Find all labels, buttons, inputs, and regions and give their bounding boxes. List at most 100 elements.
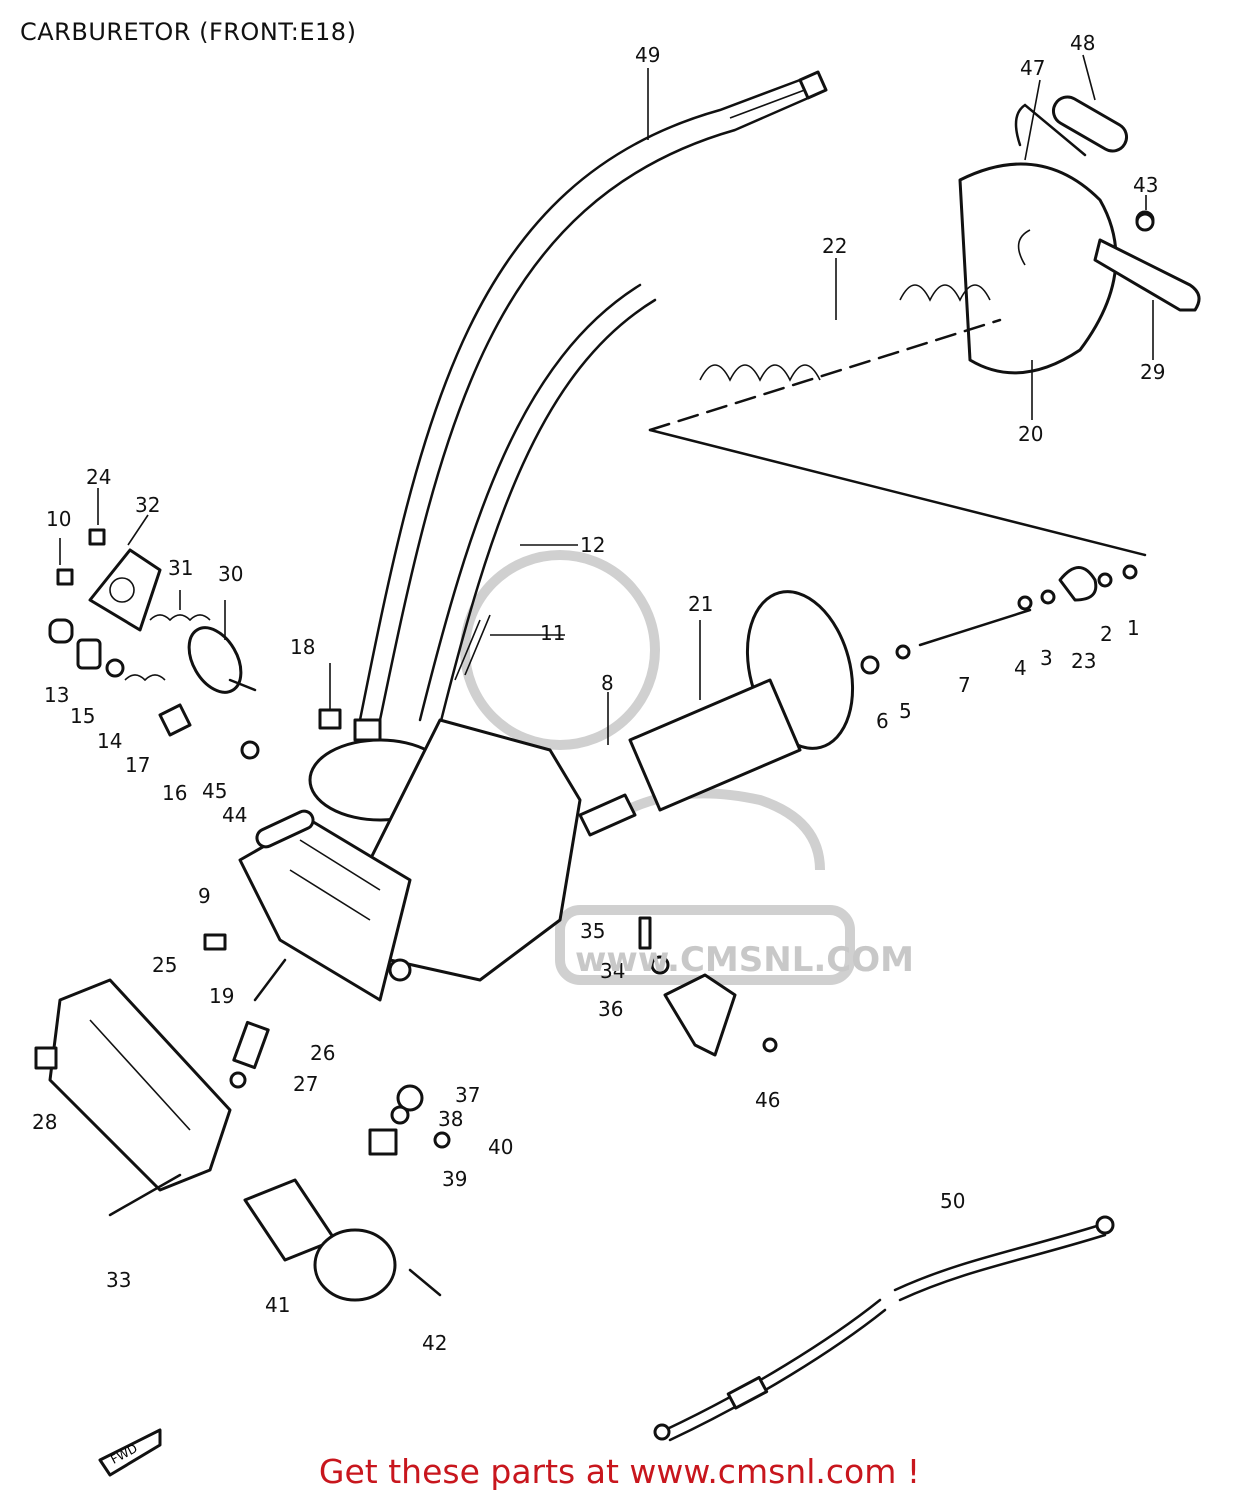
needle-7 (918, 608, 1032, 647)
callout-7: 7 (958, 673, 971, 697)
washer-2 (1097, 572, 1113, 588)
callout-27: 27 (293, 1072, 318, 1096)
chamber-cover-20 (958, 95, 1129, 375)
plate-23 (1058, 566, 1098, 602)
hose-49 (353, 70, 828, 742)
screw-15 (76, 638, 102, 670)
leader-line (648, 428, 1147, 557)
piston-21 (578, 590, 855, 837)
oring-14 (105, 658, 125, 678)
callout-47: 47 (1020, 56, 1045, 80)
lever-36 (663, 973, 737, 1057)
jet-19 (253, 958, 287, 1002)
ring-3 (1040, 589, 1056, 605)
direction-arrow: FWD (98, 1428, 162, 1477)
spring-6 (860, 655, 880, 675)
callout-13: 13 (44, 683, 69, 707)
callout-1: 1 (1127, 616, 1140, 640)
washer-34 (650, 955, 670, 975)
float-bowl-25 (48, 978, 232, 1192)
callout-26: 26 (310, 1041, 335, 1065)
diagram-title: CARBURETOR (FRONT:E18) (20, 18, 357, 46)
washer-5 (895, 644, 911, 660)
callout-21: 21 (688, 592, 713, 616)
screw-18 (318, 708, 342, 730)
spring-17 (124, 674, 166, 682)
callout-14: 14 (97, 729, 122, 753)
callout-5: 5 (899, 699, 912, 723)
screw-45 (240, 740, 260, 760)
callout-12: 12 (580, 533, 605, 557)
callout-18: 18 (290, 635, 315, 659)
diaphragm-30 (187, 626, 257, 694)
callout-20: 20 (1018, 422, 1043, 446)
leader-lines (59, 54, 1154, 745)
callout-23: 23 (1071, 649, 1096, 673)
screw-40 (433, 1131, 451, 1149)
callout-29: 29 (1140, 360, 1165, 384)
callout-10: 10 (46, 507, 71, 531)
callout-15: 15 (70, 704, 95, 728)
callout-36: 36 (598, 997, 623, 1021)
screw-43 (1135, 212, 1155, 232)
callout-50: 50 (940, 1189, 965, 1213)
oring-27 (229, 1071, 247, 1089)
callout-33: 33 (106, 1268, 131, 1292)
callout-2: 2 (1100, 622, 1113, 646)
callout-44: 44 (222, 803, 247, 827)
callout-37: 37 (455, 1083, 480, 1107)
callout-32: 32 (135, 493, 160, 517)
callout-19: 19 (209, 984, 234, 1008)
carburetor-body (238, 718, 582, 1002)
pipe-44 (255, 809, 315, 849)
callout-48: 48 (1070, 31, 1095, 55)
callout-16: 16 (162, 781, 187, 805)
screw-9 (203, 933, 227, 951)
callout-40: 40 (488, 1135, 513, 1159)
watermark-text: www.CMSNL.COM (575, 940, 914, 980)
cover-32 (88, 548, 162, 632)
footer-link[interactable]: Get these parts at www.cmsnl.com ! (318, 1452, 921, 1491)
callout-3: 3 (1040, 646, 1053, 670)
screw-33 (108, 1173, 182, 1217)
callout-22: 22 (822, 234, 847, 258)
valve-39 (368, 1128, 398, 1156)
pin-42 (408, 1268, 442, 1297)
callout-49: 49 (635, 43, 660, 67)
spring-31 (149, 614, 211, 622)
seat-37 (396, 1084, 424, 1112)
callout-41: 41 (265, 1293, 290, 1317)
screw-10 (56, 568, 74, 586)
screw-28 (34, 1046, 58, 1070)
callout-8: 8 (601, 671, 614, 695)
jet-26 (232, 1020, 270, 1070)
spring-22 (648, 284, 1002, 432)
screw-1 (1122, 564, 1138, 580)
ring-46 (762, 1037, 778, 1053)
callout-11: 11 (540, 621, 565, 645)
callout-45: 45 (202, 779, 227, 803)
callout-25: 25 (152, 953, 177, 977)
hose-12 (418, 283, 657, 727)
callout-31: 31 (168, 556, 193, 580)
callout-4: 4 (1014, 656, 1027, 680)
float-41 (243, 1178, 397, 1302)
oring-38 (390, 1105, 410, 1125)
callout-42: 42 (422, 1331, 447, 1355)
callout-35: 35 (580, 919, 605, 943)
callout-28: 28 (32, 1110, 57, 1134)
callout-38: 38 (438, 1107, 463, 1131)
screw-35 (638, 916, 652, 950)
callout-6: 6 (876, 709, 889, 733)
callout-34: 34 (600, 959, 625, 983)
callout-17: 17 (125, 753, 150, 777)
callout-46: 46 (755, 1088, 780, 1112)
callout-30: 30 (218, 562, 243, 586)
callout-9: 9 (198, 884, 211, 908)
cable-50 (653, 1215, 1115, 1442)
cap-13 (48, 618, 74, 644)
valve-16 (158, 703, 192, 737)
washer-4 (1017, 595, 1033, 611)
screw-24 (88, 528, 106, 546)
